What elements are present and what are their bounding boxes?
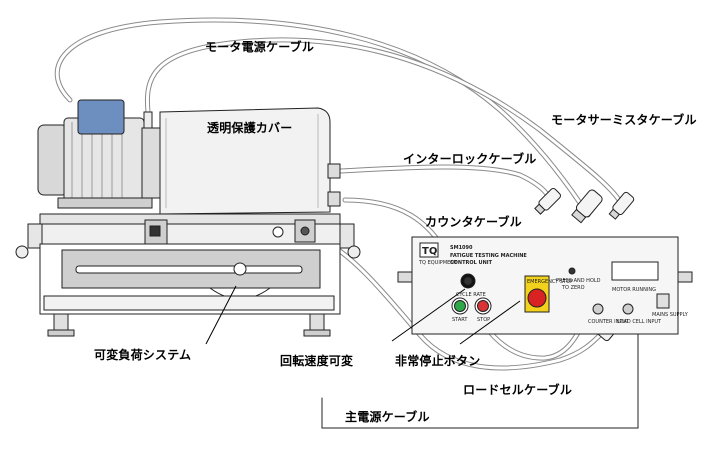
- start-label: START: [452, 317, 468, 323]
- logo-brand: TQ: [422, 246, 437, 257]
- control-unit: TQ TQ EQUIPMENT SM1090 FATIGUE TESTING M…: [397, 236, 693, 335]
- leader-variable-load: [205, 285, 237, 345]
- transparent-cover: [159, 107, 341, 215]
- motor-terminal-box: [77, 99, 125, 135]
- unit-title-line1: FATIGUE TESTING MACHINE: [450, 253, 527, 259]
- label-load-cell-cable: ロードセルケーブル: [463, 383, 573, 397]
- label-variable-speed: 回転速度可変: [280, 354, 354, 368]
- label-interlock-cable: インターロックケーブル: [403, 152, 537, 166]
- counter-input-socket[interactable]: [592, 303, 604, 315]
- machine-feet: [47, 313, 331, 337]
- plug-motor-power: [571, 189, 603, 224]
- leader-emergency-stop: [459, 300, 521, 345]
- load-cell-input-socket[interactable]: [622, 303, 634, 315]
- counter-input-label: COUNTER INPUT: [588, 319, 630, 325]
- press-hold-label-line2: TO ZERO: [561, 285, 585, 291]
- main-power-cable: [321, 329, 639, 429]
- motor-power-cable: [54, 17, 591, 218]
- cables: [54, 17, 639, 429]
- counter-display: [611, 261, 659, 281]
- motor-thermistor-cable: [144, 37, 625, 208]
- load-cell-cable: [317, 237, 608, 371]
- interlock-cable: [337, 164, 551, 199]
- motor: [37, 99, 161, 209]
- cycle-rate-label: CYCLE RATE: [456, 292, 486, 298]
- load-cell-input-label: LOAD CELL INPUT: [617, 319, 662, 325]
- leader-lines: [205, 285, 521, 345]
- label-emergency-stop-button: 非常停止ボタン: [395, 354, 481, 368]
- start-button[interactable]: [451, 297, 469, 315]
- press-hold-label-line1: PRESS AND HOLD: [556, 278, 601, 284]
- stop-label: STOP: [477, 317, 490, 323]
- model-number: SM1090: [450, 245, 473, 251]
- mains-switch[interactable]: [656, 293, 670, 309]
- stop-button[interactable]: [474, 297, 492, 315]
- label-variable-load-system: 可変負荷システム: [94, 348, 192, 362]
- plug-interlock: [534, 188, 561, 215]
- zero-reset-button[interactable]: [568, 267, 576, 275]
- tq-logo: TQ TQ EQUIPMENT: [418, 242, 458, 266]
- label-transparent-cover: 透明保護カバー: [207, 121, 293, 135]
- fatigue-testing-machine: [15, 99, 361, 337]
- unit-title-line2: CONTROL UNIT: [450, 260, 493, 266]
- variable-load-frame: [39, 243, 341, 315]
- label-motor-thermistor-cable: モータサーミスタケーブル: [551, 113, 697, 127]
- motor-running-label: MOTOR RUNNING: [612, 287, 656, 293]
- leader-variable-speed: [391, 288, 466, 342]
- logo-sub: TQ EQUIPMENT: [418, 260, 458, 266]
- label-main-power-cable: 主電源ケーブル: [345, 410, 430, 424]
- cycle-rate-knob[interactable]: [460, 273, 476, 289]
- plug-thermistor: [608, 191, 635, 220]
- mains-supply-label: MAINS SUPPLY: [652, 312, 689, 318]
- label-counter-cable: カウンタケーブル: [425, 215, 522, 229]
- emergency-stop-button[interactable]: [524, 275, 550, 313]
- label-motor-power-cable: モータ電源ケーブル: [205, 40, 315, 54]
- emergency-stop-label: EMERGENCY STOP: [527, 279, 573, 285]
